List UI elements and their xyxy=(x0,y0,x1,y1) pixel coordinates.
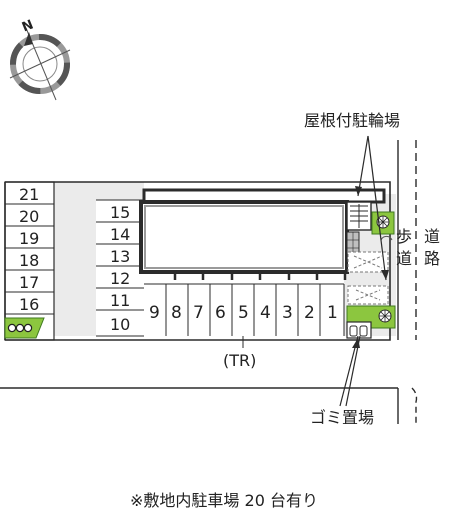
parking-space-label: 10 xyxy=(110,315,130,334)
shrub-icon xyxy=(15,323,25,333)
parking-space-label: 1 xyxy=(327,303,338,323)
parking-space-label: 6 xyxy=(215,303,226,323)
road-label-2: 路 xyxy=(424,249,440,268)
parking-space-label: 3 xyxy=(282,303,293,323)
door-swing-icon xyxy=(380,235,393,241)
parking-space-label: 5 xyxy=(238,303,249,323)
shrub-icon xyxy=(7,323,17,333)
sidewalk-label-1: 歩 xyxy=(396,227,412,246)
parking-space-label: 14 xyxy=(110,225,130,244)
parking-space-label: 4 xyxy=(260,303,271,323)
bottom-parking: 9 8 7 6 5 4 3 2 1 (TR) xyxy=(144,283,345,370)
parking-space-label: 15 xyxy=(110,203,130,222)
parking-space-label: 9 xyxy=(149,303,160,323)
parking-space-label: 12 xyxy=(110,269,130,288)
parking-space-label: 2 xyxy=(304,303,315,323)
bike-parking-leader xyxy=(367,135,387,281)
parking-space-label: 19 xyxy=(19,229,39,248)
bike-parking-label: 屋根付駐輪場 xyxy=(304,111,400,130)
trunk-room-label: (TR) xyxy=(223,351,256,370)
parking-space-label: 11 xyxy=(110,291,130,310)
parking-count-footnote: ※敷地内駐車場 20 台有り xyxy=(130,491,318,510)
parking-space-label: 7 xyxy=(193,303,204,323)
parking-space-label: 13 xyxy=(110,247,130,266)
road-edge xyxy=(411,387,418,424)
bike-parking-leader xyxy=(357,135,369,197)
trash-area-label: ゴミ置場 xyxy=(310,408,374,427)
parking-space-label: 16 xyxy=(19,295,39,314)
right-facilities xyxy=(346,211,396,339)
compass-north-label: N xyxy=(20,17,36,35)
compass-icon: N xyxy=(9,17,71,101)
parking-space-label: 17 xyxy=(19,273,39,292)
shrub-icon xyxy=(23,323,33,333)
parking-space-label: 8 xyxy=(171,303,182,323)
left-parking: 21 20 19 18 17 16 xyxy=(4,181,55,341)
parking-space-label: 18 xyxy=(19,251,39,270)
building xyxy=(139,188,386,280)
sidewalk-label-2: 道 xyxy=(396,249,412,268)
parking-space-label: 21 xyxy=(19,185,39,204)
parking-space-label: 20 xyxy=(19,207,39,226)
road-label-1: 道 xyxy=(424,227,440,246)
property-boundary xyxy=(5,181,391,341)
center-parking: 15 14 13 12 11 10 xyxy=(96,199,144,337)
